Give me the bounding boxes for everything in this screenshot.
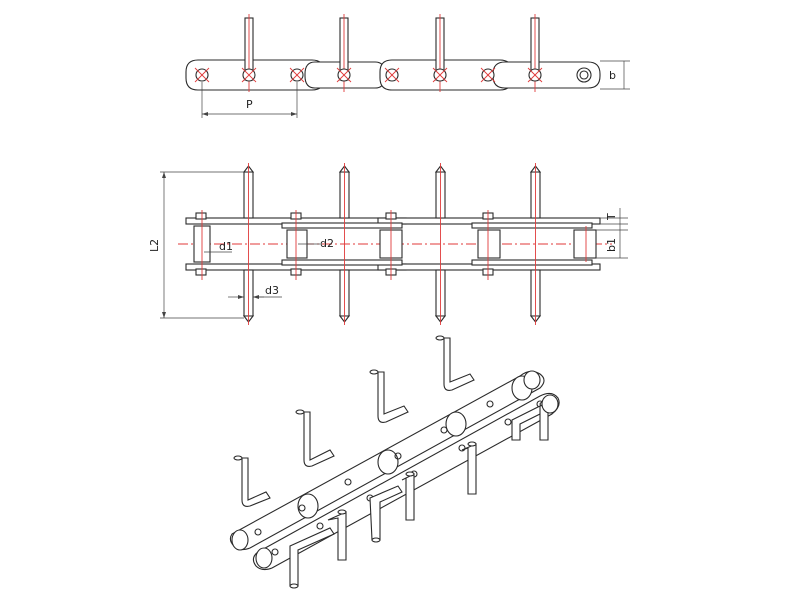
total-length-dimension: L2 <box>148 171 244 319</box>
hole-centermarks <box>194 67 543 83</box>
roller-diameter-callout: d2 <box>298 237 334 250</box>
plate-height-label: b <box>609 69 616 82</box>
side-view: P b <box>185 14 630 118</box>
pitch-dimension: P <box>201 82 298 118</box>
plan-view: L2 d1 d2 d3 T b1 <box>148 163 628 325</box>
plate-thickness-label: T <box>605 213 618 221</box>
attachment-rods-down <box>242 269 542 323</box>
iso-attachments-front <box>289 401 553 589</box>
pin-diameter-label: d1 <box>219 240 233 253</box>
attachment-rods-up <box>242 165 542 219</box>
rollers <box>193 225 597 263</box>
plate-height-dimension: b <box>600 60 630 90</box>
isometric-view <box>229 335 560 589</box>
roller-diameter-label: d2 <box>320 237 334 250</box>
iso-attachments-back <box>233 335 475 507</box>
inner-width-label: b1 <box>605 238 618 252</box>
right-dimensions: T b1 <box>596 208 628 259</box>
iso-plate-ends <box>231 370 559 569</box>
attachment-diameter-label: d3 <box>265 284 279 297</box>
pitch-label: P <box>246 98 253 111</box>
pin-centerlines <box>201 210 587 280</box>
rod-centerlines <box>248 163 536 325</box>
pin-diameter-callout: d1 <box>204 240 233 253</box>
total-length-label: L2 <box>148 239 161 252</box>
attachment-diameter-dimension: d3 <box>228 284 282 299</box>
